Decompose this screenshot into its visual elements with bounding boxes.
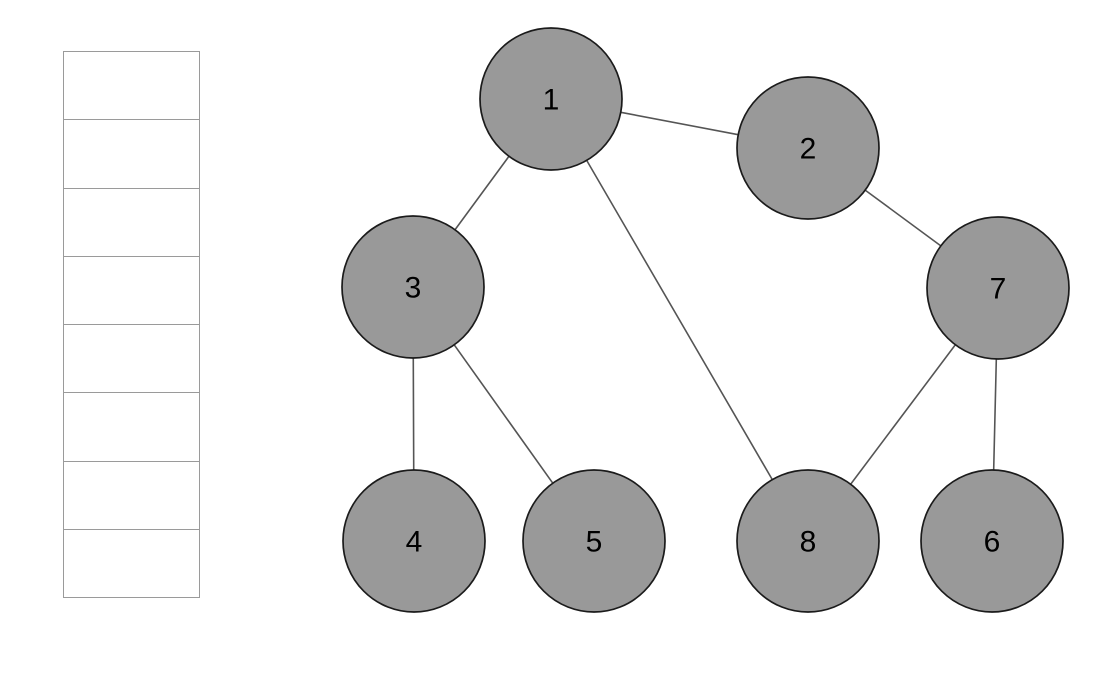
graph-node-4[interactable]: 4 [342, 469, 486, 613]
graph-node-1[interactable]: 1 [479, 27, 623, 171]
graph-node-circle-8[interactable] [736, 469, 880, 613]
graph-edge-1-3 [454, 155, 510, 231]
array-cell-5[interactable] [63, 392, 200, 462]
graph-node-circle-2[interactable] [736, 76, 880, 220]
graph-node-circle-5[interactable] [522, 469, 666, 613]
array-row [63, 187, 200, 257]
graph-node-5[interactable]: 5 [522, 469, 666, 613]
array-row [63, 255, 200, 326]
array-row [63, 50, 200, 121]
graph-edge-3-5 [453, 344, 554, 484]
array-cell-7[interactable] [63, 528, 200, 599]
array-cell-4[interactable] [63, 323, 200, 394]
graph-edge-layer [412, 111, 998, 486]
graph-edge-7-6 [992, 358, 998, 471]
graph-node-circle-6[interactable] [920, 469, 1064, 613]
graph-node-circle-3[interactable] [341, 215, 485, 359]
graph-edge-1-2 [619, 111, 740, 136]
array-row [63, 460, 200, 530]
array-body [63, 50, 200, 599]
graph-node-circle-7[interactable] [926, 216, 1070, 360]
empty-array-table [63, 50, 200, 599]
graph-node-3[interactable]: 3 [341, 215, 485, 359]
array-cell-2[interactable] [63, 187, 200, 257]
array-cell-3[interactable] [63, 255, 200, 326]
graph-node-2[interactable]: 2 [736, 76, 880, 220]
array-row [63, 323, 200, 394]
graph-edge-1-8 [585, 159, 774, 481]
graph-edge-7-8 [849, 343, 957, 486]
graph-node-7[interactable]: 7 [926, 216, 1070, 360]
graph-node-circle-4[interactable] [342, 469, 486, 613]
graph-edge-2-7 [864, 189, 942, 247]
graph-node-6[interactable]: 6 [920, 469, 1064, 613]
graph-node-circle-1[interactable] [479, 27, 623, 171]
graph-node-8[interactable]: 8 [736, 469, 880, 613]
array-row [63, 528, 200, 599]
array-cell-6[interactable] [63, 460, 200, 530]
array-cell-0[interactable] [63, 50, 200, 121]
array-row [63, 392, 200, 462]
